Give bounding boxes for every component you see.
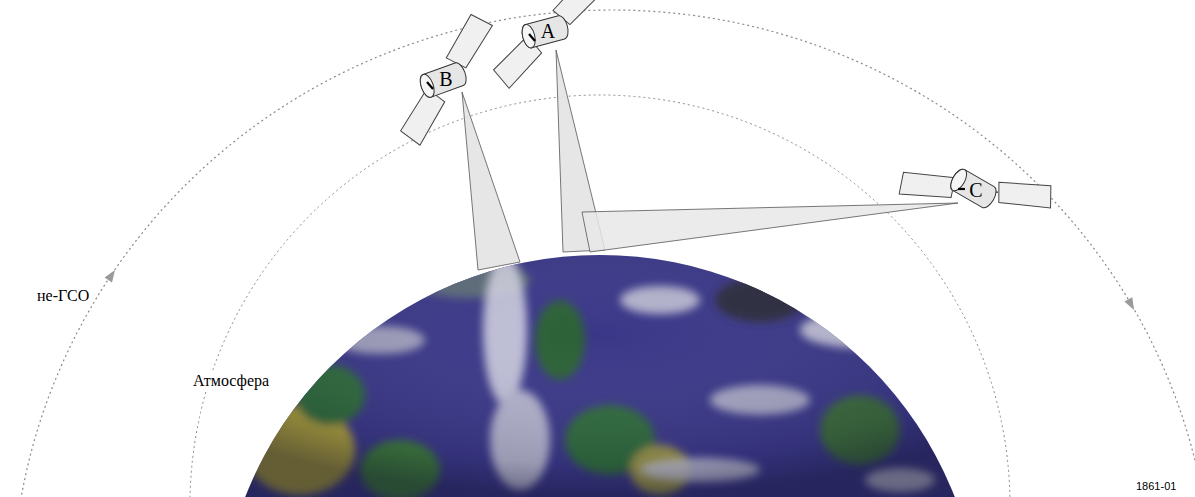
antenna-beam <box>462 92 520 270</box>
satellite: B <box>423 61 469 97</box>
atmosphere-label: Атмосфера <box>190 372 272 390</box>
satellite-letter: A <box>541 21 555 41</box>
orbit-arrow <box>105 267 119 282</box>
satellite: A <box>525 13 571 49</box>
satellite-letter: C <box>969 180 982 200</box>
solar-panels <box>491 0 606 88</box>
antenna-beam <box>582 203 958 252</box>
solar-panels <box>398 13 494 146</box>
orbit-arrow <box>1124 297 1138 312</box>
orbit-line <box>12 10 1195 497</box>
earth <box>200 240 1000 497</box>
satellite: C <box>953 172 999 208</box>
ocean <box>200 240 1000 497</box>
earth-shade <box>200 240 1000 497</box>
orbit-label: не-ГСО <box>34 287 92 305</box>
atmosphere-line <box>190 95 1010 497</box>
figure-number: 1861-01 <box>1136 480 1176 493</box>
satellite-letter: B <box>439 69 452 89</box>
